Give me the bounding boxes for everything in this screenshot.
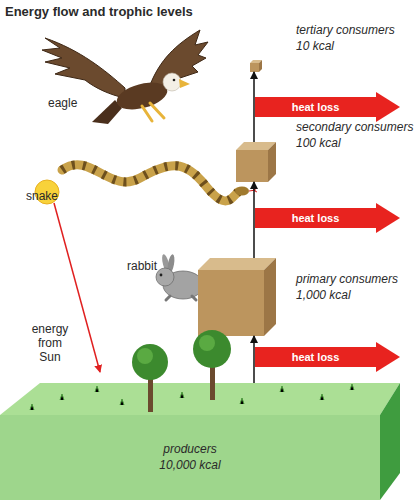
trophic-level-name: primary consumers (296, 272, 416, 287)
arrow-body (255, 97, 376, 117)
energy-value: 10 kcal (296, 39, 416, 54)
arrow-head (376, 92, 400, 122)
cube-shape (198, 258, 276, 336)
organism-label: snake (26, 189, 86, 203)
cube-front (198, 270, 264, 336)
energy-cube: tertiary consumers10 kcal (250, 60, 262, 72)
trophic-level-name: producers (0, 442, 380, 457)
slab-shape (0, 383, 400, 500)
cube-side (268, 142, 276, 182)
organism-label: rabbit (127, 259, 187, 273)
heat-loss-text: heat loss (255, 350, 376, 364)
slab-side (380, 383, 400, 500)
producer-slab: producers10,000 kcal (0, 383, 400, 500)
eagle-drawing (42, 30, 208, 124)
cube-top (198, 258, 276, 270)
energy-value: 100 kcal (296, 136, 416, 151)
cube-front (250, 63, 259, 72)
arrow-head (376, 203, 400, 233)
heat-loss-arrow: heat loss (255, 92, 400, 122)
tree (193, 330, 231, 400)
heat-loss-text: heat loss (255, 100, 376, 114)
organism-label: eagle (48, 96, 108, 110)
energy-source-label: energy from Sun (30, 322, 70, 364)
arrow-body (255, 347, 376, 367)
energy-flow-arrow (253, 182, 255, 258)
trophic-level-name: secondary consumers (296, 120, 416, 135)
energy-flow-arrow (253, 72, 255, 142)
slab-top (0, 383, 400, 415)
cube-shape (250, 60, 262, 72)
heat-loss-arrow: heat loss (255, 342, 400, 372)
energy-cube: primary consumers1,000 kcal (198, 258, 276, 336)
diagram-title: Energy flow and trophic levels (5, 4, 405, 19)
cube-side (264, 258, 276, 336)
tree (132, 344, 168, 412)
grass (30, 384, 354, 410)
energy-flow-arrow (253, 336, 255, 383)
arrow-body (255, 208, 376, 228)
heat-loss-text: heat loss (255, 211, 376, 225)
snake-drawing (62, 165, 257, 201)
slab-front (0, 415, 380, 500)
cube-front (236, 150, 268, 182)
cube-shape (236, 142, 276, 182)
heat-loss-arrow: heat loss (255, 203, 400, 233)
arrow-head (376, 342, 400, 372)
energy-value: 1,000 kcal (296, 288, 416, 303)
energy-cube: secondary consumers100 kcal (236, 142, 276, 182)
trophic-level-name: tertiary consumers (296, 23, 416, 38)
cube-side (259, 60, 262, 72)
energy-value: 10,000 kcal (0, 458, 380, 473)
